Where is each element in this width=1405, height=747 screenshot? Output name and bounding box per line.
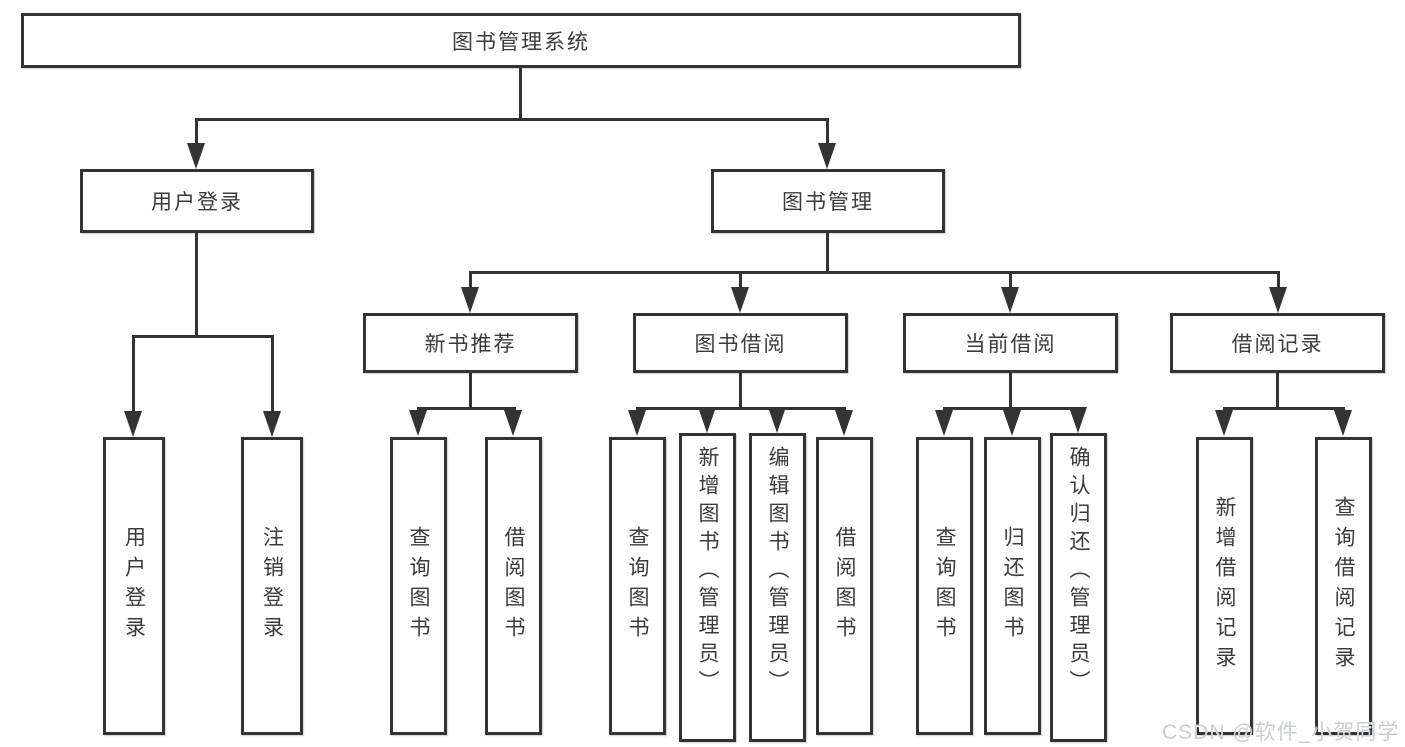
arrowhead-icon <box>1001 287 1019 313</box>
arrowhead-icon <box>628 410 646 436</box>
arrowhead-icon <box>124 411 142 437</box>
arrowhead-icon <box>1269 287 1287 313</box>
connector-line <box>195 118 198 146</box>
node-book-borrowing: 图书借阅 <box>633 313 848 373</box>
connector-line <box>826 233 829 274</box>
connector-line <box>417 407 516 410</box>
connector-line <box>195 118 829 121</box>
leaf-query-books-borrowing: 查询图书 <box>609 437 666 735</box>
csdn-watermark: CSDN @软件_小贺同学 <box>1162 721 1400 744</box>
leaf-user-login: 用户登录 <box>103 437 165 735</box>
leaf-query-borrow-record: 查询借阅记录 <box>1315 437 1372 735</box>
leaf-add-books-admin: 新增图书（管理员） <box>679 433 736 742</box>
arrowhead-icon <box>731 287 749 313</box>
arrowhead-icon <box>409 410 427 436</box>
node-new-book-recommendation: 新书推荐 <box>363 313 578 373</box>
arrowhead-icon <box>835 410 853 436</box>
arrowhead-icon <box>263 411 281 437</box>
node-book-management-branch: 图书管理 <box>711 169 945 233</box>
connector-line <box>469 271 472 291</box>
leaf-query-books-current: 查询图书 <box>916 437 973 735</box>
connector-line <box>132 335 274 338</box>
connector-line <box>739 271 742 291</box>
connector-line <box>1276 373 1279 410</box>
connector-line <box>739 373 742 410</box>
connector-line <box>1009 373 1012 410</box>
arrowhead-icon <box>1334 410 1352 436</box>
arrowhead-icon <box>1215 410 1233 436</box>
node-current-borrowing: 当前借阅 <box>903 313 1118 373</box>
connector-line <box>469 373 472 410</box>
node-root-library-system: 图书管理系统 <box>21 13 1021 68</box>
leaf-edit-books-admin: 编辑图书（管理员） <box>749 433 806 742</box>
arrowhead-icon <box>935 410 953 436</box>
leaf-query-books-recommend: 查询图书 <box>390 437 447 735</box>
arrowhead-icon <box>698 407 716 433</box>
node-borrowing-records: 借阅记录 <box>1170 313 1385 373</box>
leaf-logout: 注销登录 <box>241 437 303 735</box>
connector-line <box>469 271 1280 274</box>
leaf-borrow-books-borrowing: 借阅图书 <box>816 437 873 735</box>
leaf-confirm-return-admin: 确认归还（管理员） <box>1050 433 1107 742</box>
connector-line <box>519 68 522 121</box>
arrowhead-icon <box>1069 407 1087 433</box>
leaf-add-borrow-record: 新增借阅记录 <box>1196 437 1253 735</box>
leaf-return-books: 归还图书 <box>984 437 1041 735</box>
arrowhead-icon <box>461 287 479 313</box>
connector-line <box>271 335 274 413</box>
connector-line <box>1277 271 1280 291</box>
arrowhead-icon <box>818 143 836 169</box>
node-user-login-branch: 用户登录 <box>80 169 314 233</box>
arrowhead-icon <box>768 407 786 433</box>
connector-line <box>636 407 846 410</box>
arrowhead-icon <box>504 410 522 436</box>
connector-line <box>195 233 198 338</box>
arrowhead-icon <box>187 143 205 169</box>
connector-line <box>826 118 829 146</box>
connector-line <box>1223 407 1345 410</box>
leaf-borrow-books-recommend: 借阅图书 <box>485 437 542 735</box>
connector-line <box>943 407 1081 410</box>
arrowhead-icon <box>1003 410 1021 436</box>
connector-line <box>1009 271 1012 291</box>
connector-line <box>132 335 135 413</box>
